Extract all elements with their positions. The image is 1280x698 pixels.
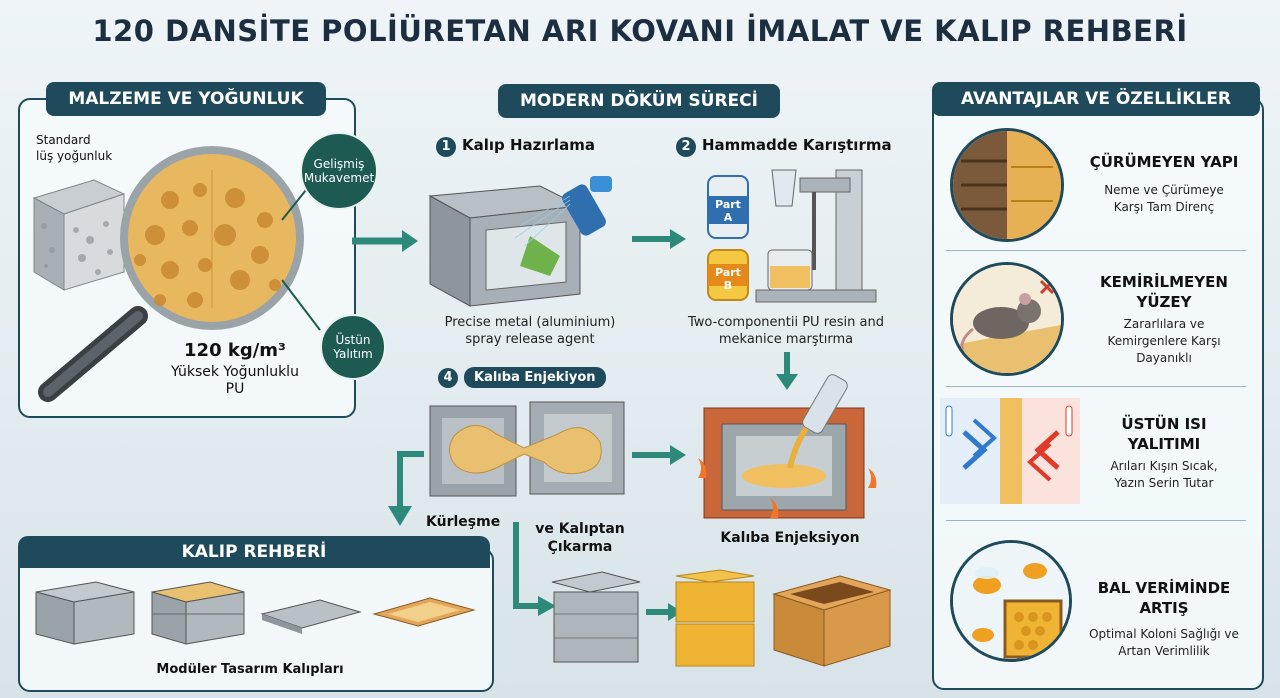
- adv4-title: BAL VERİMİNDE ARTIŞ: [1097, 579, 1231, 617]
- mold-preparation-illustration: [428, 176, 612, 307]
- step2-caption: Two-componentii PU resin and mekanice ma…: [688, 315, 884, 347]
- insulation-bubble: Üstün Yalıtım: [320, 314, 386, 380]
- step2-label: 2 Hammadde Karıştırma: [676, 136, 892, 157]
- insulation-bubble-text: Üstün Yalıtım: [333, 333, 373, 361]
- thermal-icon: [940, 398, 1080, 504]
- mold-guide-caption: Modüler Tasarım Kalıpları: [156, 662, 344, 677]
- mold-stacked-box: [151, 581, 245, 645]
- arrow-demold-to-hive: [513, 522, 556, 616]
- curing-label: Kürleşme: [426, 514, 501, 530]
- step2-number: 2: [676, 137, 696, 157]
- page-title: 120 DANSİTE POLİÜRETAN ARI KOVANI İMALAT…: [92, 14, 1188, 48]
- material-header: MALZEME VE YOĞUNLUK: [46, 82, 326, 116]
- rodent-icon: [950, 262, 1064, 376]
- arrow-material-to-process: [352, 230, 418, 252]
- step4-label: 4 Kalıba Enjekiyon: [438, 367, 606, 388]
- mold-frame: [372, 597, 476, 627]
- mold-guide-header: KALIP REHBERİ: [18, 536, 490, 568]
- grey-hive-illustration: [551, 571, 641, 663]
- arrow-hive-to-hive: [646, 603, 682, 621]
- step1-number: 1: [436, 137, 456, 157]
- process-header: MODERN DÖKÜM SÜRECİ: [498, 84, 780, 118]
- adv3-desc: Arıları Kışın Sıcak, Yazın Serin Tutar: [1110, 459, 1218, 490]
- mold-flat-plate: [260, 599, 362, 634]
- mold-open-box: [35, 581, 135, 645]
- yellow-hive-illustration: [675, 569, 755, 667]
- adv4-desc: Optimal Koloni Sağlığı ve Artan Verimlil…: [1089, 627, 1239, 658]
- advantages-header: AVANTAJLAR VE ÖZELLİKLER: [932, 82, 1260, 116]
- open-mold-illustration: [429, 401, 625, 497]
- demold-label: ve Kalıptan Çıkarma: [535, 521, 625, 555]
- standard-label-line2: lüş yoğunluk: [36, 149, 113, 163]
- step4-number: 4: [438, 368, 458, 388]
- adv3-title: ÜSTÜN ISI YALITIMI: [1121, 415, 1207, 453]
- adv2-title: KEMİRİLMEYEN YÜZEY: [1100, 273, 1228, 311]
- step1-label: 1 Kalıp Hazırlama: [436, 136, 595, 157]
- arrow-to-mold-guide: [388, 451, 424, 526]
- wood-hive-icon: [950, 128, 1064, 242]
- adv1-desc: Neme ve Çürümeye Karşı Tam Direnç: [1104, 183, 1224, 214]
- material-illustration: [32, 146, 321, 402]
- mold-set-illustration: [35, 581, 476, 645]
- injection-caption: Kalıba Enjeksiyon: [720, 530, 860, 546]
- adv2-desc: Zararlılara ve Kemirgenlere Karşı Dayanı…: [1107, 317, 1221, 365]
- standard-density-label: Standard lüş yoğunluk: [36, 132, 146, 164]
- strength-bubble: Gelişmiş Mukavemet: [300, 132, 378, 210]
- arrow-mold-to-injection: [632, 445, 686, 465]
- standard-label-line1: Standard: [36, 133, 91, 147]
- wooden-hive-illustration: [772, 575, 892, 667]
- part-b-label: Part B: [715, 266, 741, 292]
- density-description: Yüksek Yoğunluklu PU: [171, 364, 299, 397]
- step2-text: Hammadde Karıştırma: [702, 136, 892, 154]
- strength-bubble-text: Gelişmiş Mukavemet: [303, 157, 375, 185]
- step4-text: Kalıba Enjekiyon: [464, 367, 606, 388]
- standard-foam-cube: [32, 179, 126, 291]
- part-a-label: Part A: [715, 198, 741, 224]
- injection-illustration: [698, 374, 877, 519]
- arrow-step2-down: [776, 352, 798, 390]
- divider-3: [946, 520, 1246, 521]
- arrow-step1-to-step2: [632, 229, 686, 249]
- divider-2: [946, 386, 1246, 387]
- step1-text: Kalıp Hazırlama: [462, 136, 595, 154]
- density-value: 120 kg/m³: [184, 340, 286, 361]
- divider-1: [946, 250, 1246, 251]
- mixing-illustration: [707, 169, 877, 303]
- bees-icon: [950, 540, 1072, 662]
- step1-caption: Precise metal (aluminium) spray release …: [444, 315, 616, 347]
- adv1-title: ÇÜRÜMEYEN YAPI: [1089, 153, 1239, 171]
